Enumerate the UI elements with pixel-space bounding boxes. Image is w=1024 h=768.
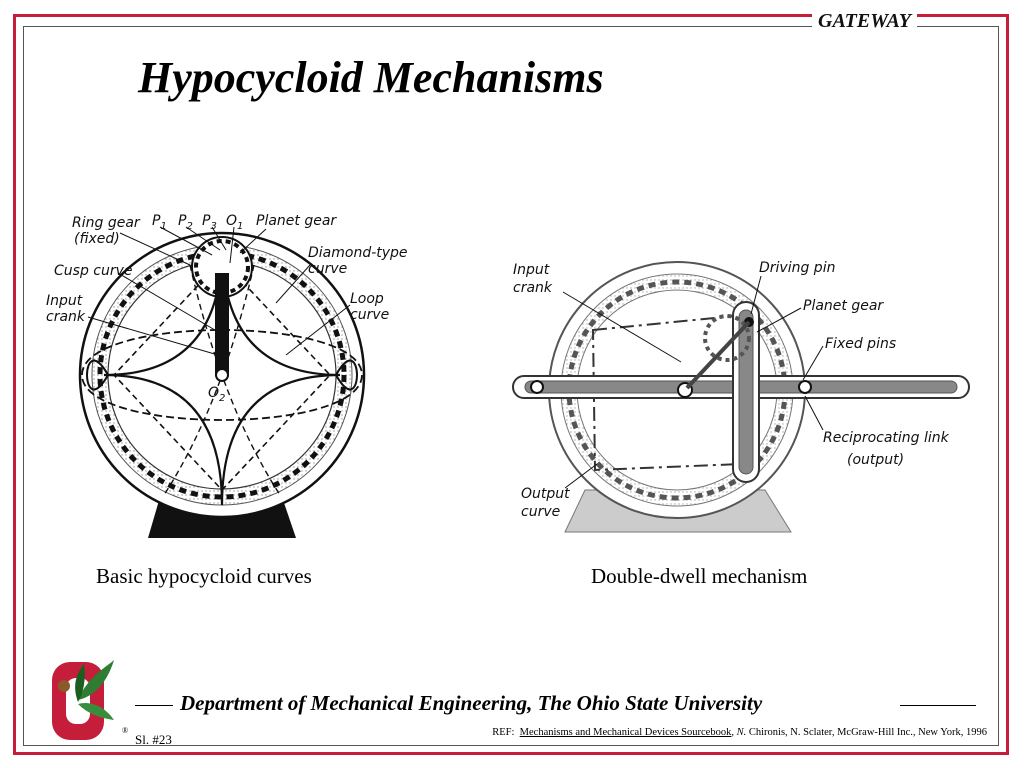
- caption-left: Basic hypocycloid curves: [96, 564, 312, 588]
- slide-title: Hypocycloid Mechanisms: [138, 53, 604, 102]
- loop-curve-left: [86, 359, 110, 391]
- label-p3: P3: [202, 213, 217, 232]
- label-o1: O1: [226, 213, 243, 232]
- label-cusp-curve: Cusp curve: [54, 263, 133, 279]
- cusp-curve: [103, 244, 341, 506]
- department-name: Department of Mechanical Engineering, Th…: [180, 691, 763, 715]
- label-output-1: Output: [521, 486, 570, 502]
- label-input-1: Input: [46, 293, 83, 309]
- ref-prefix: REF:: [492, 727, 515, 738]
- hypocycloid-diagram: Ring gear (fixed) P1 P2 P3 O1 Planet gea…: [46, 213, 408, 538]
- label-o2: O2: [208, 385, 225, 404]
- label-input-1: Input: [513, 262, 550, 278]
- label-p2: P2: [178, 213, 193, 232]
- label-input-2: crank: [513, 280, 553, 296]
- label-diamond-2: curve: [308, 261, 347, 277]
- label-planet-gear: Planet gear: [803, 298, 884, 314]
- input-crank: [685, 320, 751, 390]
- planet-gear: [703, 314, 751, 362]
- label-recip-1: Reciprocating link: [823, 430, 950, 446]
- label-loop-2: curve: [350, 307, 389, 323]
- footer-rule-right: [900, 705, 976, 706]
- label-ring-gear: Ring gear: [72, 215, 141, 231]
- pivot-o2: [215, 368, 229, 382]
- ring-gear-teeth: [97, 250, 347, 500]
- loop-curve-right: [334, 359, 358, 391]
- label-recip-2: (output): [847, 452, 904, 468]
- ref-rest: Chironis, N. Sclater, McGraw-Hill Inc., …: [748, 727, 987, 738]
- figure-double-dwell: Input crank Driving pin Planet gear Fixe…: [505, 250, 985, 540]
- label-loop-1: Loop: [350, 291, 384, 307]
- reference-citation: REF: Mechanisms and Mechanical Devices S…: [492, 727, 987, 738]
- label-p1: P1: [152, 213, 167, 232]
- label-input-2: crank: [46, 309, 86, 325]
- slide-frame-outer: [13, 14, 1009, 755]
- ref-author-initial: N.: [736, 727, 747, 738]
- double-dwell-diagram: Input crank Driving pin Planet gear Fixe…: [512, 260, 970, 533]
- block-o-buckeye-leaf-icon: [52, 660, 114, 740]
- footer-rule-left: [135, 705, 173, 706]
- figure-hypocycloid-curves: Ring gear (fixed) P1 P2 P3 O1 Planet gea…: [40, 205, 420, 545]
- label-diamond-1: Diamond-type: [308, 245, 408, 261]
- ref-title-link[interactable]: Mechanisms and Mechanical Devices Source…: [519, 727, 732, 738]
- label-driving-pin: Driving pin: [759, 260, 835, 276]
- block-o-logo: [48, 656, 118, 751]
- caption-right: Double-dwell mechanism: [591, 564, 808, 588]
- label-output-2: curve: [521, 504, 560, 520]
- input-crank: [215, 273, 229, 375]
- loop-curve-path: [81, 329, 363, 421]
- leader-lines: [87, 226, 351, 356]
- fixed-pin-right: [798, 380, 812, 394]
- label-fixed-pins: Fixed pins: [825, 336, 896, 352]
- label-fixed: (fixed): [74, 231, 120, 247]
- fixed-pin-left: [530, 380, 544, 394]
- registered-mark: ®: [122, 726, 129, 735]
- label-planet-gear: Planet gear: [256, 213, 337, 229]
- leader-lines: [562, 275, 824, 489]
- diamond-curve: [112, 258, 332, 492]
- slide-number: Sl. #23: [135, 732, 172, 747]
- gateway-brand: GATEWAY: [812, 10, 917, 33]
- slide-frame-inner: [23, 26, 999, 746]
